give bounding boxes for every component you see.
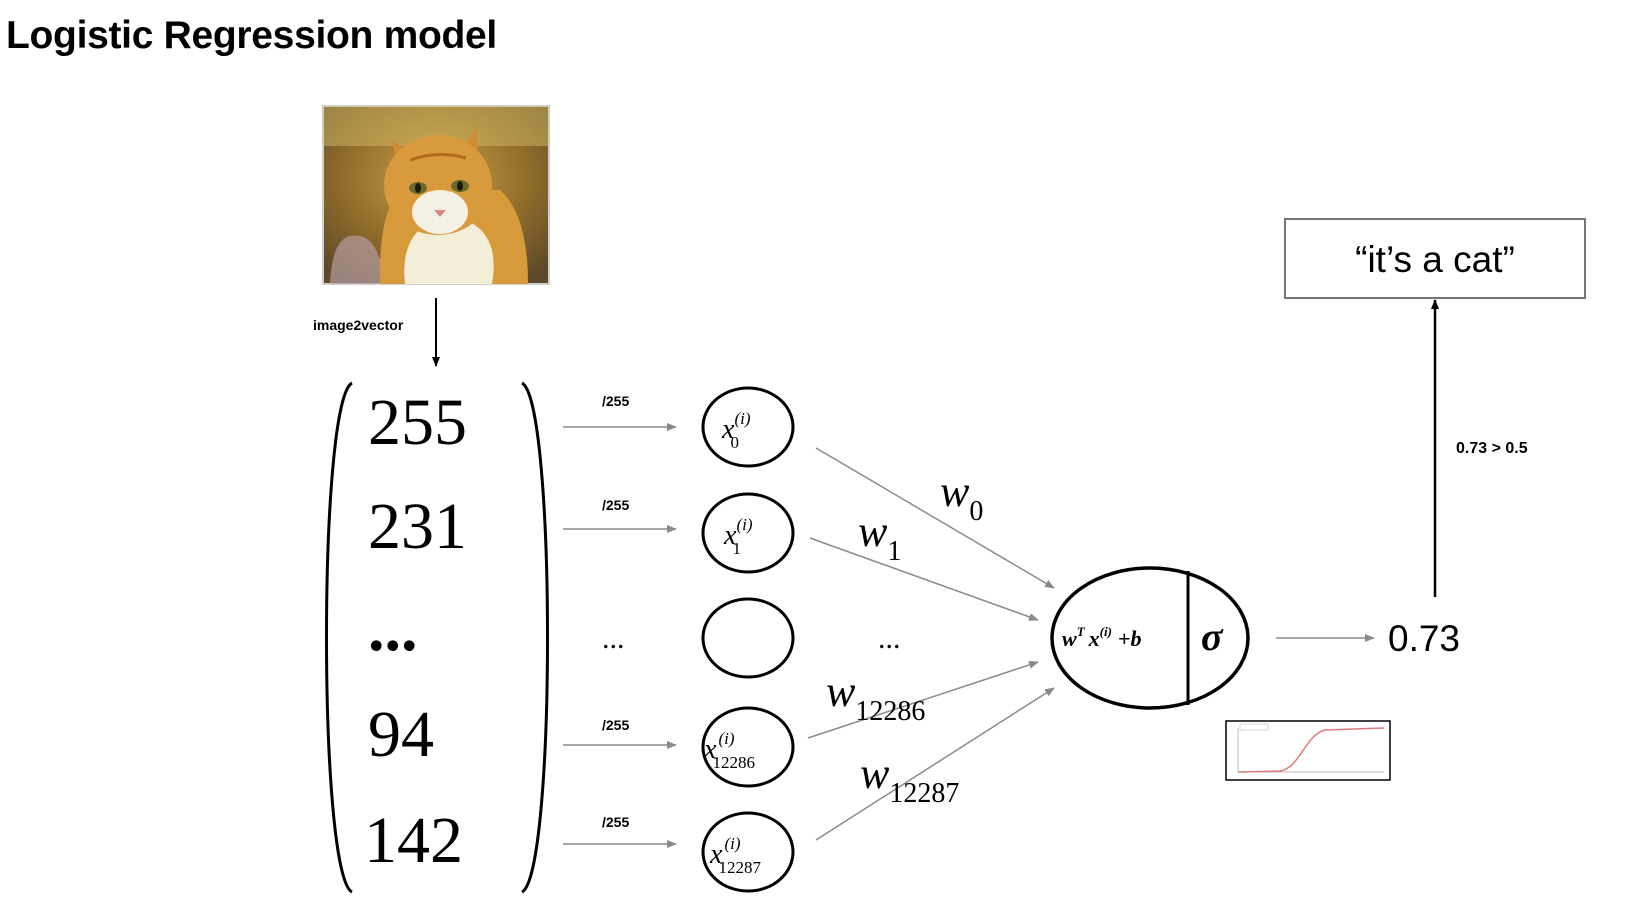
normalize-label: /255 [602,393,629,409]
normalize-label: /255 [602,497,629,513]
weight-label-w0: w0 [940,467,983,527]
input-node [701,811,795,893]
prediction-box [1284,218,1586,299]
vector-value: 94 [368,698,434,771]
prediction-text: “it’s a cat” [1355,239,1515,280]
page-title: Logistic Regression model [6,14,497,57]
input-label-x0: x(i)0 [721,409,751,452]
vector-value: 255 [368,386,467,459]
vector-right-paren [520,381,549,894]
sigmoid-plot-thumbnail [1225,720,1391,781]
output-value: 0.73 [1388,618,1460,659]
input-label-x1: x(i)1 [723,515,753,558]
sigmoid-symbol: σ [1201,614,1224,659]
ellipsis-dots: ... [602,622,625,655]
weight-edge [815,687,1055,841]
vector-value: 142 [364,804,463,877]
input-label-x12286: x(i)12286 [703,729,755,772]
image2vector-label: image2vector [313,317,404,333]
normalize-label: /255 [602,814,629,830]
weight-edge [809,537,1039,621]
normalize-label: /255 [602,717,629,733]
input-label-x12287: x(i)12287 [709,834,761,877]
ellipsis-dots: ... [878,622,901,655]
vector-left-paren [325,381,354,894]
weight-edge [815,447,1055,589]
weight-label-w12286: w12286 [826,667,925,727]
cat-image [322,105,550,285]
input-node [701,492,795,574]
input-node [701,597,795,679]
vector-value: 231 [368,490,467,563]
weight-label-w1: w1 [858,507,901,567]
vector-value: ... [368,592,418,665]
weight-label-w12287: w12287 [860,749,959,809]
input-node [701,706,795,788]
threshold-label: 0.73 > 0.5 [1456,440,1528,457]
weight-edge [807,661,1039,739]
input-node [701,386,795,468]
